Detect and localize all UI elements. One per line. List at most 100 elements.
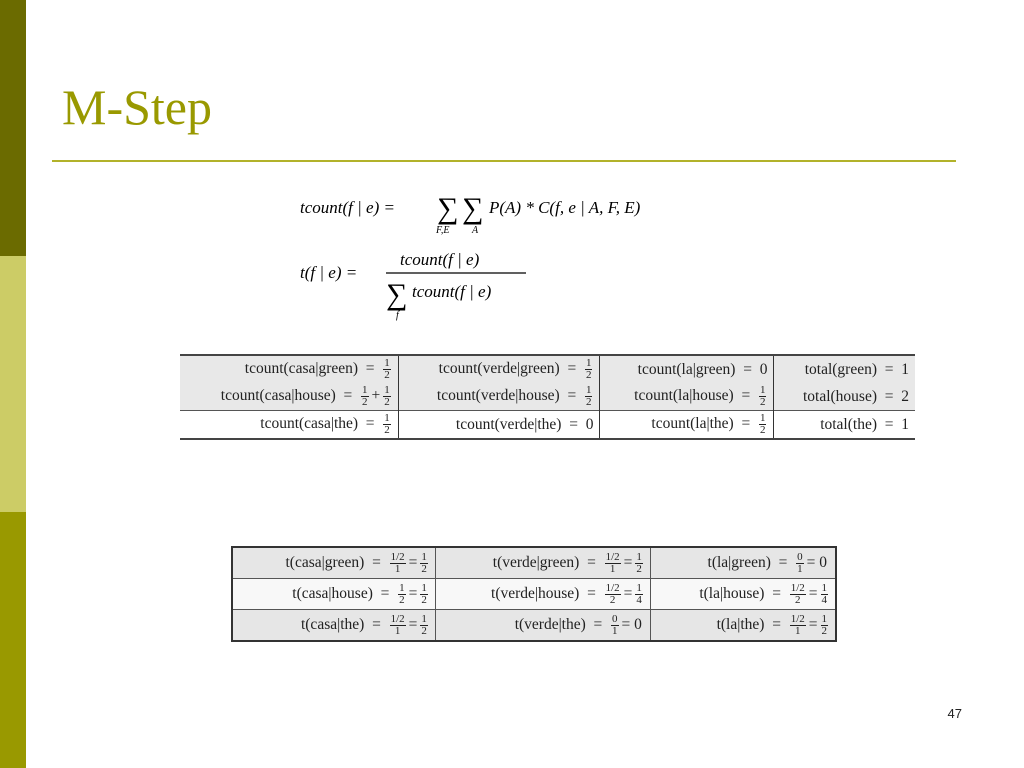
- fraction-numerator: 1: [820, 612, 828, 626]
- fraction-denominator: 2: [384, 424, 390, 436]
- cell-equals: =: [343, 387, 353, 405]
- fraction-denominator: 4: [636, 593, 642, 606]
- fraction-denominator: 1: [612, 624, 618, 637]
- fraction-denominator: 2: [609, 593, 616, 606]
- cell-equals: =: [567, 360, 577, 378]
- cell-operator: = 0: [621, 615, 642, 633]
- table-cell: tcount(verde|the) = 0: [397, 410, 600, 440]
- fraction-denominator: 2: [362, 396, 368, 408]
- fraction-numerator: 1: [584, 357, 593, 370]
- cell-operator: =: [408, 615, 418, 633]
- cell-label: tcount(la|house): [634, 387, 734, 405]
- table-cell: total(the) = 1: [773, 410, 915, 440]
- slide-title: M-Step: [62, 79, 212, 135]
- cell-label: t(verde|house): [491, 584, 580, 602]
- cell-equals: =: [593, 615, 603, 633]
- fraction-denominator: 1: [609, 562, 616, 575]
- m-step-formulas: tcount(f | e) = ∑ F,E ∑ A P(A) * C(f, e …: [300, 192, 641, 321]
- fraction-numerator: 1/2: [389, 612, 406, 626]
- fraction-denominator: 2: [421, 624, 427, 637]
- sum-subscript: A: [471, 225, 479, 236]
- fraction-numerator: 1: [361, 384, 369, 397]
- formula-t-lhs: t(f | e) =: [300, 263, 357, 282]
- fraction-numerator: 1: [420, 581, 428, 595]
- cell-equals: =: [743, 360, 752, 378]
- fraction-numerator: 1: [383, 357, 391, 370]
- fraction-denominator: 2: [759, 396, 766, 408]
- cell-label: tcount(la|green): [637, 360, 736, 378]
- cell-label: t(la|house): [699, 584, 765, 602]
- cell-label: total(green): [804, 360, 877, 378]
- sum-subscript: F,E: [435, 225, 449, 236]
- cell-equals: =: [884, 360, 894, 378]
- fraction-numerator: 1: [420, 550, 428, 564]
- cell-label: t(la|green): [707, 553, 771, 571]
- formula-tcount-body: P(A) * C(f, e | A, F, E): [488, 198, 641, 217]
- cell-label: tcount(casa|the): [260, 415, 359, 433]
- cell-operator: =: [623, 553, 633, 571]
- cell-label: tcount(verde|the): [455, 415, 562, 433]
- cell-equals: =: [587, 553, 596, 571]
- table-cell: tcount(la|green) = 0: [599, 354, 774, 383]
- cell-label: t(casa|green): [285, 553, 365, 571]
- fraction-numerator: 1: [383, 412, 391, 425]
- fraction-denominator: 1: [794, 624, 801, 637]
- cell-value: 2: [901, 387, 909, 405]
- cell-operator: = 0: [806, 553, 827, 571]
- fraction-numerator: 1: [635, 581, 643, 595]
- fraction-denominator: 2: [399, 593, 405, 606]
- sidebar-segment-dark: [0, 0, 26, 256]
- cell-operator: +: [371, 387, 381, 405]
- fraction-numerator: 1: [420, 612, 428, 626]
- fraction-denominator: 2: [585, 396, 592, 408]
- cell-label: t(verde|green): [492, 553, 580, 571]
- cell-label: tcount(casa|green): [244, 360, 359, 378]
- fraction-numerator: 1: [758, 412, 767, 425]
- formula-tcount: tcount(f | e) = ∑ F,E ∑ A P(A) * C(f, e …: [300, 192, 641, 236]
- cell-operator: =: [408, 553, 418, 571]
- fraction-numerator: 1: [758, 384, 767, 397]
- fraction-numerator: 1/2: [789, 612, 806, 626]
- fraction-denominator: 1: [394, 624, 401, 637]
- cell-operator: =: [408, 584, 418, 602]
- sum-symbol: ∑: [386, 278, 407, 311]
- fraction-numerator: 1: [584, 384, 593, 397]
- cell-equals: =: [569, 415, 578, 433]
- fraction-numerator: 1: [383, 384, 391, 397]
- cell-label: t(casa|house): [292, 584, 373, 602]
- fraction-denominator: 2: [384, 369, 390, 381]
- cell-value: 1: [901, 360, 909, 378]
- table-cell: total(green) = 1: [773, 354, 915, 383]
- cell-equals: =: [372, 615, 381, 633]
- cell-label: tcount(verde|green): [438, 360, 560, 378]
- sidebar-segment-light: [0, 256, 26, 512]
- cell-label: t(verde|the): [514, 615, 586, 633]
